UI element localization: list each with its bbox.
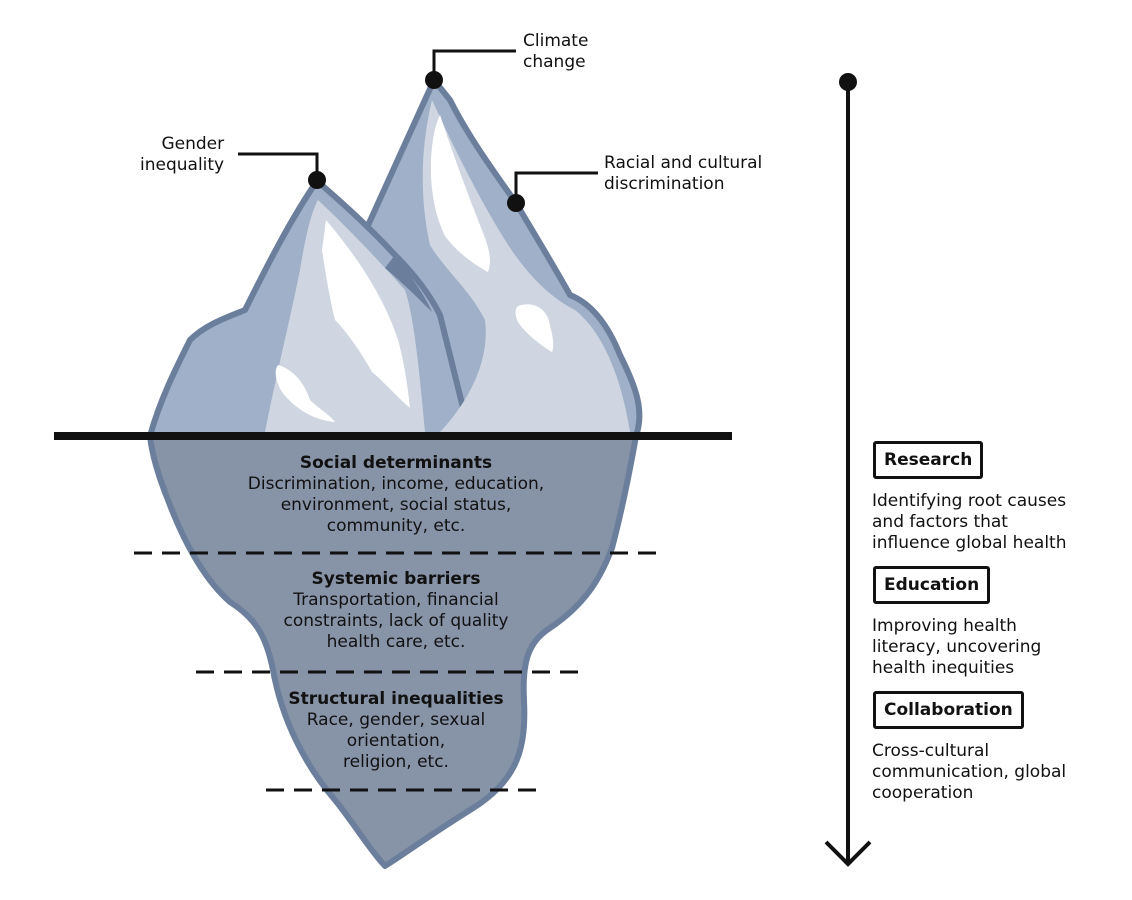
layer-systemic-barriers: Systemic barriers Transportation, financ… xyxy=(223,569,569,653)
ice-facet-right xyxy=(422,100,630,432)
label-racial-discrimination: Racial and cultural discrimination xyxy=(604,153,763,194)
label-gender-inequality: Gender inequality xyxy=(140,134,225,175)
label-climate-change: Climate change xyxy=(523,31,589,72)
collaboration-description: Cross-cultural communication, global coo… xyxy=(872,741,1067,803)
collaboration-box: Collaboration xyxy=(873,691,1024,729)
dot-gender xyxy=(308,171,326,189)
ice-highlight-right-small xyxy=(515,304,554,352)
research-box: Research xyxy=(873,441,984,479)
research-description: Identifying root causes and factors that… xyxy=(872,491,1067,553)
ice-highlight-left xyxy=(322,220,410,408)
leader-gender xyxy=(238,152,319,180)
layer-social-determinants: Social determinants Discrimination, inco… xyxy=(213,453,579,537)
iceberg-underwater xyxy=(147,433,639,869)
arrow-head xyxy=(824,840,872,867)
layer-text: Race, gender, sexual orientation, religi… xyxy=(306,710,486,772)
dot-racial xyxy=(507,194,525,212)
layer-text: Discrimination, income, education, envir… xyxy=(247,474,545,536)
education-box: Education xyxy=(873,566,991,604)
ice-shade-ridge xyxy=(385,255,432,312)
ice-highlight-left-low xyxy=(275,365,335,422)
ice-highlight-right xyxy=(430,115,490,272)
layer-structural-inequalities: Structural inequalities Race, gender, se… xyxy=(268,689,524,773)
layer-title: Structural inequalities xyxy=(288,689,504,709)
leader-racial xyxy=(514,171,598,203)
layer-title: Social determinants xyxy=(299,453,493,473)
dot-climate xyxy=(425,71,443,89)
leader-climate xyxy=(432,49,516,80)
layer-title: Systemic barriers xyxy=(311,569,481,589)
layer-text: Transportation, financial constraints, l… xyxy=(283,590,509,652)
education-description: Improving health literacy, uncovering he… xyxy=(872,616,1042,678)
